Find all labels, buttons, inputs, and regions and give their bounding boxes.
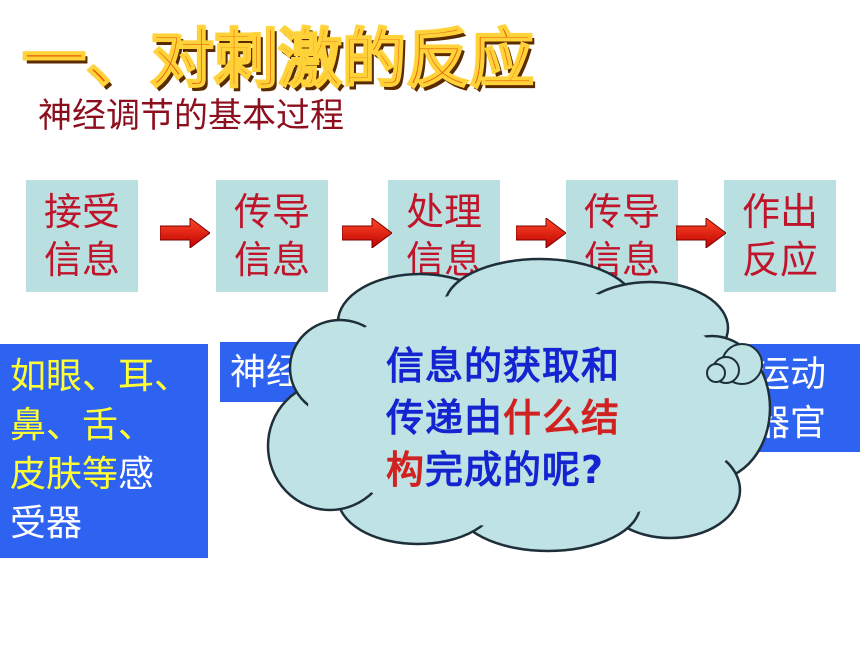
cloud-line-3-red: 构 <box>386 448 426 492</box>
cloud-line-1: 信息的获取和 <box>386 344 621 388</box>
slide-title: 一、对刺激的反应 <box>21 22 535 98</box>
receptor-label-text: 感 受器 <box>10 454 155 544</box>
cloud-line-3-blue: 完成的呢? <box>425 448 605 492</box>
cloud-question: 信息的获取和 传递由什么结 构完成的呢? <box>386 340 676 496</box>
step-conduct-info-2: 传导 信息 <box>566 180 678 292</box>
step-receive-info: 接受 信息 <box>26 180 138 292</box>
cloud-line-3: 构完成的呢? <box>386 444 676 496</box>
receptor-box: 如眼、耳、 鼻、舌、 皮肤等感 受器 <box>0 344 208 558</box>
cloud-line-2-blue: 传递由 <box>386 396 504 440</box>
receptor-examples-text: 如眼、耳、 鼻、舌、 皮肤等 <box>10 356 191 495</box>
right-arrow-icon <box>676 218 726 248</box>
step-conduct-info-1: 传导 信息 <box>216 180 328 292</box>
right-arrow-icon <box>516 218 566 248</box>
cloud-line-2: 传递由什么结 <box>386 392 676 444</box>
right-arrow-icon <box>342 218 392 248</box>
step-respond: 作出 反应 <box>724 180 836 292</box>
right-arrow-icon <box>160 218 210 248</box>
cloud-line-2-red: 什么结 <box>503 396 621 440</box>
slide-subtitle: 神经调节的基本过程 <box>38 96 344 136</box>
